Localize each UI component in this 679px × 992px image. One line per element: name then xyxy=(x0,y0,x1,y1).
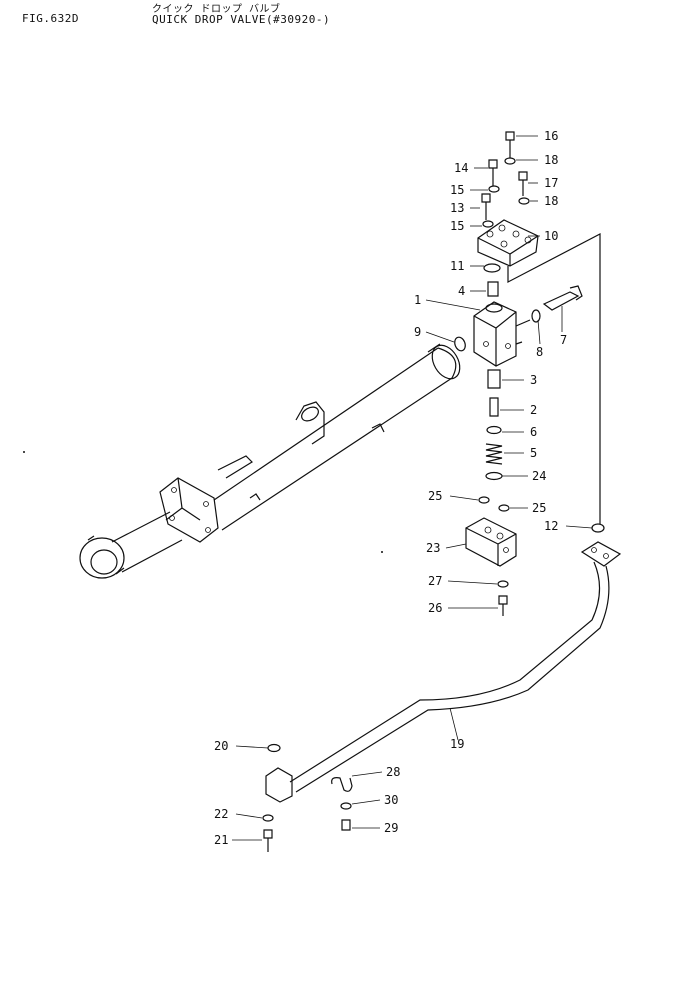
callout-21: 21 xyxy=(214,833,228,847)
callout-2: 2 xyxy=(530,403,537,417)
scan-marks xyxy=(23,451,383,553)
callout-5: 5 xyxy=(530,446,537,460)
callout-6: 6 xyxy=(530,425,537,439)
callout-29: 29 xyxy=(384,821,398,835)
callout-23: 23 xyxy=(426,541,440,555)
callout-8: 8 xyxy=(536,345,543,359)
callout-16: 16 xyxy=(544,129,558,143)
callout-17: 17 xyxy=(544,176,558,190)
callout-3: 3 xyxy=(530,373,537,387)
callout-7: 7 xyxy=(560,333,567,347)
callout-30: 30 xyxy=(384,793,398,807)
callout-10: 10 xyxy=(544,229,558,243)
callout-13: 13 xyxy=(450,201,464,215)
callout-25: 25 xyxy=(532,501,546,515)
callout-24: 24 xyxy=(532,469,546,483)
callout-28: 28 xyxy=(386,765,400,779)
callout-18: 18 xyxy=(544,153,558,167)
callout-27: 27 xyxy=(428,574,442,588)
callout-15: 15 xyxy=(450,183,464,197)
callout-26: 26 xyxy=(428,601,442,615)
callout-14: 14 xyxy=(454,161,468,175)
title-japanese: クイック ドロップ バルブ xyxy=(152,4,281,15)
callout-12: 12 xyxy=(544,519,558,533)
callout-11: 11 xyxy=(450,259,464,273)
callout-15: 15 xyxy=(450,219,464,233)
hydraulic-cylinder xyxy=(79,343,461,579)
figure-number: FIG.632D xyxy=(22,12,79,25)
callout-20: 20 xyxy=(214,739,228,753)
callout-25: 25 xyxy=(428,489,442,503)
callout-4: 4 xyxy=(458,284,465,298)
leader-lines xyxy=(232,135,593,841)
callout-22: 22 xyxy=(214,807,228,821)
callout-19: 19 xyxy=(450,737,464,751)
valve-assembly xyxy=(454,131,601,616)
callout-numbers: 16 14 18 17 15 18 13 15 10 11 4 1 7 9 8 … xyxy=(214,129,567,847)
callout-1: 1 xyxy=(414,293,421,307)
callout-18: 18 xyxy=(544,194,558,208)
title-english: QUICK DROP VALVE(#30920-) xyxy=(152,13,331,26)
callout-9: 9 xyxy=(414,325,421,339)
